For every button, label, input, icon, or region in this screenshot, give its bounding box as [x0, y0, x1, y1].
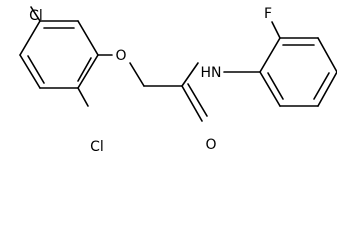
chemical-structure-diagram: Cl Cl O O HN F	[19, 6, 337, 155]
amide-nh-label: HN	[201, 65, 222, 81]
dichlorophenyl-ring	[19, 20, 99, 89]
molecule-drawing: Cl Cl O O HN F	[19, 6, 337, 155]
bond-cl-bottom	[77, 87, 89, 107]
chlorine-top-label: Cl	[29, 8, 43, 24]
bond-cl-top	[30, 6, 41, 22]
bond-fluorine	[271, 21, 281, 39]
carbonyl-oxygen-label: O	[205, 137, 216, 153]
ether-oxygen-label: O	[115, 48, 126, 64]
bond-carbonyl-nitrogen	[181, 62, 199, 87]
bond-oxygen-ch2	[129, 62, 145, 87]
chlorine-bottom-label: Cl	[90, 139, 104, 155]
fluorophenyl-ring	[259, 37, 337, 107]
bond-carbonyl-b	[187, 83, 208, 117]
fluorine-label: F	[264, 6, 272, 22]
bond-carbonyl-a	[181, 85, 203, 122]
